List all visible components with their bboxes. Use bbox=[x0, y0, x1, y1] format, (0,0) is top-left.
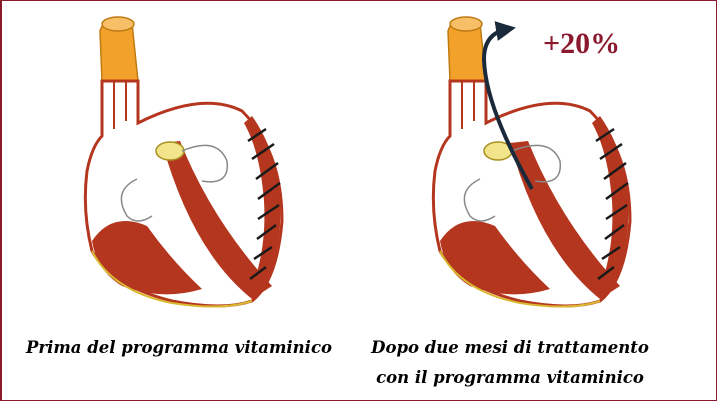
valve-icon bbox=[156, 142, 184, 160]
heart-after-panel: +20% Dopo due mesi di trattamento con il… bbox=[400, 11, 650, 311]
ejection-increase-label: +20% bbox=[543, 27, 620, 61]
caption-before: Prima del programma vitaminico bbox=[24, 333, 334, 362]
caption-after-line1: Dopo due mesi di trattamento bbox=[360, 333, 660, 362]
heart-before-illustration bbox=[52, 11, 302, 311]
heart-before-panel: Prima del programma vitaminico bbox=[52, 11, 302, 311]
caption-after-line2: con il programma vitaminico bbox=[360, 363, 660, 392]
